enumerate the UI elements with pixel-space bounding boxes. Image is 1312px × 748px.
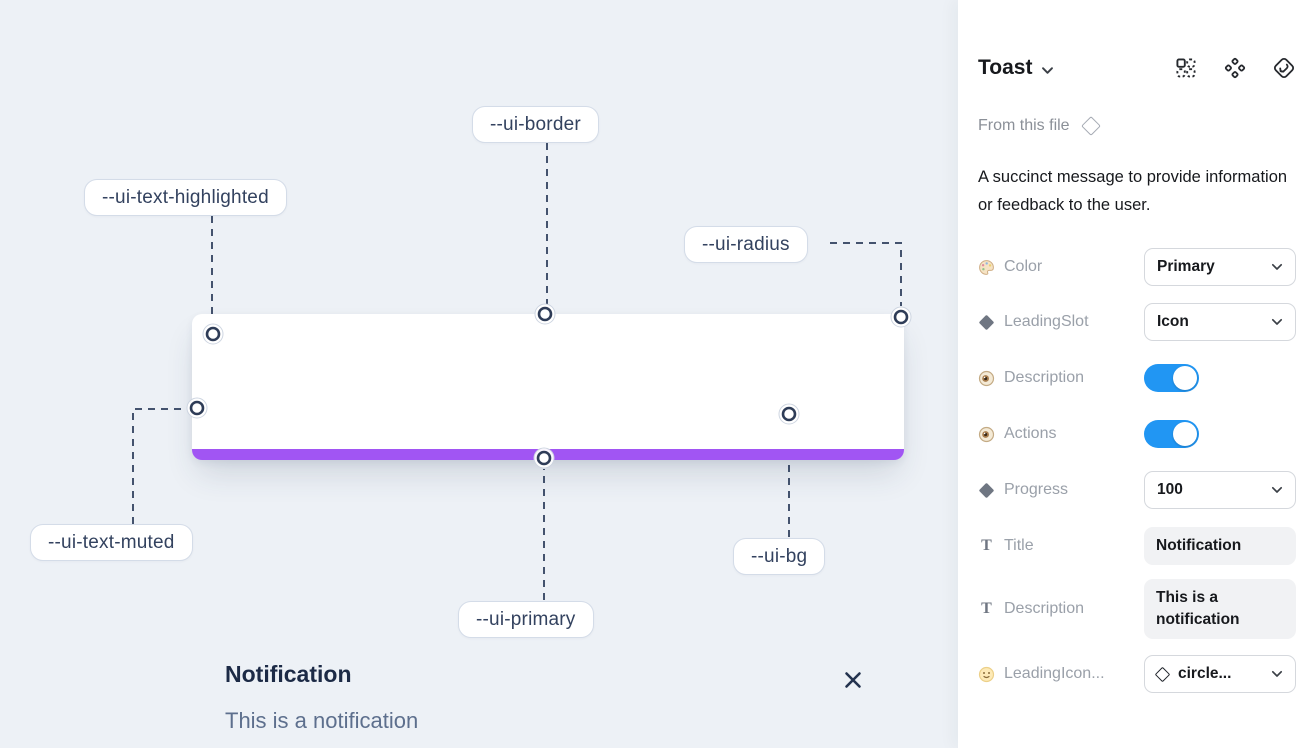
property-label: LeadingIcon...: [1004, 665, 1105, 682]
eye-icon: [978, 370, 995, 387]
smiley-icon: [978, 666, 995, 683]
eye-icon: [978, 426, 995, 443]
diamond-icon: [978, 314, 995, 331]
pill-ui-border-label: --ui-border: [490, 113, 581, 135]
variant-grid-icon[interactable]: [1174, 56, 1198, 80]
chevron-down-icon: [1271, 263, 1283, 270]
leadingslot-dropdown-value: Icon: [1157, 313, 1189, 330]
progress-dropdown[interactable]: 100: [1144, 471, 1296, 509]
chevron-down-icon: [1271, 486, 1283, 493]
progress-dropdown-value: 100: [1157, 481, 1183, 498]
pill-ui-text-muted-label: --ui-text-muted: [48, 531, 175, 553]
chevron-down-icon: [1271, 670, 1283, 677]
pill-ui-radius-label: --ui-radius: [702, 233, 790, 255]
close-icon[interactable]: [842, 669, 864, 691]
pill-ui-primary-label: --ui-primary: [476, 608, 576, 630]
color-dropdown-value: Primary: [1157, 258, 1215, 275]
wire-ui-radius: [830, 242, 902, 306]
components-icon[interactable]: [1223, 56, 1247, 80]
toast-description: This is a notification: [225, 708, 419, 733]
text-icon: T: [981, 600, 992, 617]
property-row-actions-toggle: Actions: [978, 420, 1296, 448]
property-row-description-toggle: Description: [978, 364, 1296, 392]
pill-ui-border: --ui-border: [472, 106, 599, 143]
color-dropdown[interactable]: Primary: [1144, 248, 1296, 286]
text-icon: T: [981, 537, 992, 554]
properties-panel: Toast: [958, 0, 1312, 748]
property-label: Description: [1004, 600, 1085, 617]
component-diamond-icon: [1080, 116, 1101, 136]
source-label: From this file: [978, 117, 1070, 134]
pill-ui-text-highlighted-label: --ui-text-highlighted: [102, 186, 269, 208]
property-row-description-text: T Description This is a notification: [978, 579, 1296, 639]
property-row-title: T Title Notification: [978, 527, 1296, 565]
leadingicon-dropdown-value: circle...: [1178, 665, 1232, 682]
description-input[interactable]: This is a notification: [1144, 579, 1296, 639]
source-row: From this file: [978, 116, 1296, 136]
pill-ui-text-muted: --ui-text-muted: [30, 524, 193, 561]
pill-ui-bg-label: --ui-bg: [751, 545, 808, 567]
pill-ui-text-highlighted: --ui-text-highlighted: [84, 179, 287, 216]
property-label: Color: [1004, 258, 1043, 275]
leadingicon-dropdown[interactable]: circle...: [1144, 655, 1296, 693]
actions-toggle[interactable]: [1144, 420, 1199, 448]
property-label: Description: [1004, 369, 1085, 386]
diamond-icon: [978, 482, 995, 499]
title-input-value: Notification: [1156, 537, 1242, 554]
property-label: Progress: [1004, 481, 1069, 498]
property-row-leadingicon: LeadingIcon... circle...: [978, 655, 1296, 693]
leadingslot-dropdown[interactable]: Icon: [1144, 303, 1296, 341]
component-title: Toast: [978, 56, 1033, 79]
property-row-progress: Progress 100: [978, 471, 1296, 509]
chevron-down-icon[interactable]: [1041, 66, 1054, 75]
property-row-leadingslot: LeadingSlot Icon: [978, 303, 1296, 341]
connector-dot: [186, 303, 912, 469]
panel-header: Toast: [978, 56, 1296, 80]
property-row-color: Color Primary: [978, 248, 1296, 286]
pill-ui-primary: --ui-primary: [458, 601, 594, 638]
swap-instance-icon[interactable]: [1272, 56, 1296, 80]
property-label: LeadingSlot: [1004, 313, 1089, 330]
property-label: Title: [1004, 537, 1034, 554]
property-label: Actions: [1004, 425, 1057, 442]
connector-dots: [186, 303, 912, 469]
canvas: Notification This is a notification: [30, 106, 912, 733]
description-input-value: This is a notification: [1156, 589, 1240, 628]
pill-ui-radius: --ui-radius: [684, 226, 808, 263]
description-toggle[interactable]: [1144, 364, 1199, 392]
palette-icon: [978, 259, 995, 276]
pill-ui-bg: --ui-bg: [733, 538, 826, 575]
icon-diamond-glyph: [1154, 666, 1171, 682]
title-input[interactable]: Notification: [1144, 527, 1296, 565]
component-description: A succinct message to provide informatio…: [978, 168, 1288, 214]
toast-title: Notification: [225, 661, 352, 687]
chevron-down-icon: [1271, 318, 1283, 325]
